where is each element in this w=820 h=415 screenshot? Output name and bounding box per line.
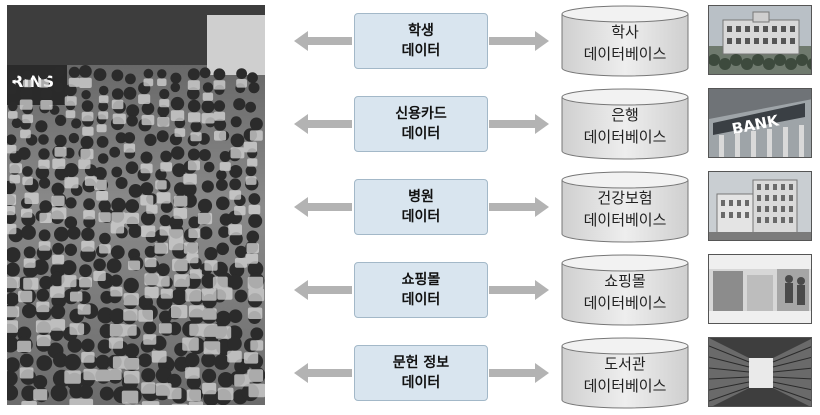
arrow-right-icon xyxy=(489,29,551,53)
database-cylinder-icon: 쇼핑몰 데이터베이스 xyxy=(560,254,690,326)
source-label-line1: 신용카드 xyxy=(395,104,447,124)
source-data-box: 신용카드 데이터 xyxy=(354,96,488,152)
source-label-line1: 쇼핑몰 xyxy=(402,270,441,290)
source-label-line1: 문헌 정보 xyxy=(393,353,449,373)
arrow-right-icon xyxy=(489,361,551,385)
database-label-line2: 데이터베이스 xyxy=(584,126,667,148)
source-label-line2: 데이터 xyxy=(402,124,441,144)
database-cylinder-icon: 은행 데이터베이스 xyxy=(560,88,690,160)
campus-building-photo xyxy=(708,5,812,75)
data-flow-row-5: 문헌 정보 데이터 도서관 데이터베이스 xyxy=(0,337,820,411)
database-label-line2: 데이터베이스 xyxy=(584,209,667,231)
arrow-right-icon xyxy=(489,278,551,302)
data-flow-row-3: 병원 데이터 건강보험 데이터베이스 xyxy=(0,171,820,245)
database-label-line1: 은행 xyxy=(611,104,639,126)
source-label-line1: 학생 xyxy=(408,21,434,41)
data-flow-row-2: 신용카드 데이터 은행 데이터베이스 xyxy=(0,88,820,162)
database-label-line2: 데이터베이스 xyxy=(584,292,667,314)
source-data-box: 병원 데이터 xyxy=(354,179,488,235)
data-flow-row-4: 쇼핑몰 데이터 쇼핑몰 데이터베이스 xyxy=(0,254,820,328)
data-flow-row-1: 학생 데이터 학사 데이터베이스 xyxy=(0,5,820,79)
source-label-line2: 데이터 xyxy=(402,290,441,310)
database-label-line1: 도서관 xyxy=(604,353,645,375)
source-label-line2: 데이터 xyxy=(402,207,441,227)
source-label-line2: 데이터 xyxy=(402,41,441,61)
database-label-line1: 건강보험 xyxy=(597,187,652,209)
database-label-line1: 쇼핑몰 xyxy=(604,270,645,292)
arrow-left-icon xyxy=(294,195,354,219)
database-label-line2: 데이터베이스 xyxy=(584,43,667,65)
source-label-line1: 병원 xyxy=(408,187,434,207)
arrow-left-icon xyxy=(294,29,354,53)
arrow-left-icon xyxy=(294,361,354,385)
source-data-box: 학생 데이터 xyxy=(354,13,488,69)
database-label-line2: 데이터베이스 xyxy=(584,375,667,397)
source-data-box: 문헌 정보 데이터 xyxy=(354,345,488,401)
library-photo xyxy=(708,337,812,407)
arrow-right-icon xyxy=(489,195,551,219)
arrow-right-icon xyxy=(489,112,551,136)
source-data-box: 쇼핑몰 데이터 xyxy=(354,262,488,318)
database-label-line1: 학사 xyxy=(611,21,639,43)
arrow-left-icon xyxy=(294,112,354,136)
arrow-left-icon xyxy=(294,278,354,302)
hospital-photo xyxy=(708,171,812,241)
database-cylinder-icon: 도서관 데이터베이스 xyxy=(560,337,690,409)
database-cylinder-icon: 학사 데이터베이스 xyxy=(560,5,690,77)
bank-photo: BANK xyxy=(708,88,812,158)
shopping-mall-photo xyxy=(708,254,812,324)
database-cylinder-icon: 건강보험 데이터베이스 xyxy=(560,171,690,243)
source-label-line2: 데이터 xyxy=(402,373,441,393)
